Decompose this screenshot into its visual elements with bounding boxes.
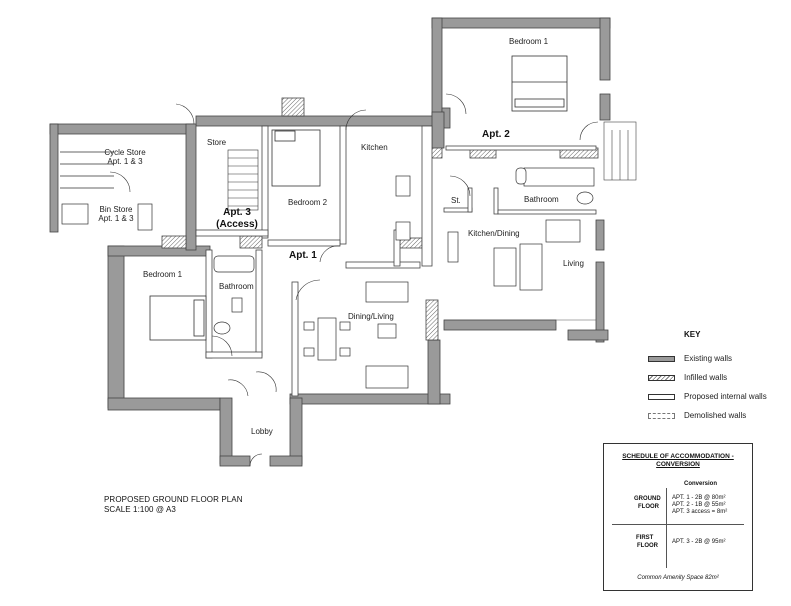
legend-label: Infilled walls bbox=[684, 373, 728, 382]
room-label-bedroom2: Bedroom 2 bbox=[288, 198, 328, 207]
infilled-walls-swatch bbox=[648, 374, 675, 381]
schedule-title: SCHEDULE OF ACCOMMODATION - CONVERSION bbox=[604, 453, 752, 469]
ground-floor-label: FLOOR bbox=[638, 504, 659, 510]
legend-item-demolished: Demolished walls bbox=[648, 406, 778, 425]
plan-title-line1: PROPOSED GROUND FLOOR PLAN bbox=[104, 495, 243, 504]
internal-walls-swatch bbox=[648, 393, 675, 400]
demolished-walls-swatch bbox=[648, 412, 675, 419]
room-label-bedroom1-apt1: Bedroom 1 bbox=[143, 270, 183, 279]
room-label-kitchen: Kitchen bbox=[361, 143, 388, 152]
first-floor-label: FIRST bbox=[636, 535, 654, 541]
room-label-living: Living bbox=[563, 259, 584, 268]
room-label-kitchen-dining: Kitchen/Dining bbox=[468, 229, 520, 238]
schedule-of-accommodation: SCHEDULE OF ACCOMMODATION - CONVERSION C… bbox=[603, 443, 753, 591]
plan-scale: SCALE 1:100 @ A3 bbox=[104, 505, 176, 514]
room-label-bin-store-apts: Apt. 1 & 3 bbox=[98, 214, 134, 223]
amenity-space-note: Common Amenity Space 82m² bbox=[637, 575, 719, 581]
schedule-rule bbox=[612, 524, 744, 525]
room-label-cycle-store-apts: Apt. 1 & 3 bbox=[107, 157, 143, 166]
legend-label: Proposed internal walls bbox=[684, 392, 767, 401]
schedule-title-line2: CONVERSION bbox=[656, 461, 700, 468]
first-floor-label: FLOOR bbox=[637, 543, 658, 549]
conversion-header: Conversion bbox=[684, 481, 718, 487]
first-floor-item: APT. 3 - 2B @ 95m² bbox=[672, 539, 726, 545]
schedule-divider bbox=[666, 488, 667, 568]
room-label-cycle-store: Cycle Store bbox=[104, 148, 146, 157]
plan-title: PROPOSED GROUND FLOOR PLAN SCALE 1:100 @… bbox=[104, 495, 243, 515]
ground-floor-item: APT. 1 - 2B @ 80m² bbox=[672, 495, 726, 501]
ground-floor-item: APT. 2 - 1B @ 55m² bbox=[672, 502, 726, 508]
legend-item-infilled: Infilled walls bbox=[648, 368, 778, 387]
apt3-access-label: (Access) bbox=[216, 219, 258, 230]
room-label-dining-living: Dining/Living bbox=[348, 312, 394, 321]
room-label-store: Store bbox=[207, 138, 227, 147]
apt2-block bbox=[431, 17, 611, 343]
room-label-bathroom-apt2: Bathroom bbox=[524, 195, 559, 204]
legend-title: KEY bbox=[684, 330, 701, 339]
room-label-bin-store: Bin Store bbox=[99, 205, 133, 214]
legend-label: Demolished walls bbox=[684, 411, 747, 420]
apt3-label: Apt. 3 bbox=[223, 207, 251, 218]
room-label-st: St. bbox=[451, 196, 461, 205]
apt2-label: Apt. 2 bbox=[482, 129, 510, 140]
schedule-title-line1: SCHEDULE OF ACCOMMODATION - bbox=[622, 453, 734, 460]
ground-floor-label: GROUND bbox=[634, 496, 661, 502]
room-label-lobby: Lobby bbox=[251, 427, 273, 436]
ground-floor-item: APT. 3 access = 8m² bbox=[672, 509, 728, 515]
room-label-bedroom1-apt2: Bedroom 1 bbox=[509, 37, 549, 46]
main-walls bbox=[49, 111, 451, 467]
legend-item-existing: Existing walls bbox=[648, 349, 778, 368]
room-label-bathroom-apt1: Bathroom bbox=[219, 282, 254, 291]
apt1-label: Apt. 1 bbox=[289, 250, 317, 261]
legend-label: Existing walls bbox=[684, 354, 733, 363]
existing-walls-swatch bbox=[648, 355, 675, 362]
legend-item-internal: Proposed internal walls bbox=[648, 387, 778, 406]
legend: KEY Existing walls Infilled walls Propos… bbox=[648, 330, 778, 425]
